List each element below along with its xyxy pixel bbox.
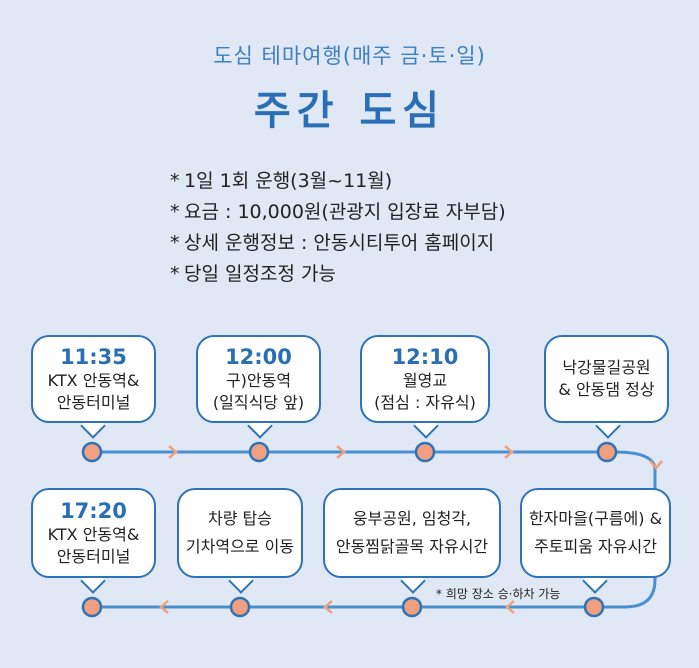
stop-line: 주토피움 자유시간 bbox=[534, 537, 657, 556]
stop-time: 17:20 bbox=[60, 499, 127, 523]
page-title: 주간 도심 bbox=[253, 88, 446, 134]
info-list: *1일 1회 운행(3월~11월) *요금 : 10,000원(관광지 입장료 … bbox=[170, 166, 506, 290]
stop-line: 월영교 bbox=[402, 371, 448, 390]
header-subtitle: 도심 테마여행(매주 금·토·일) bbox=[213, 44, 486, 68]
stop-card: 낙강물길공원 & 안동댐 정상 bbox=[544, 335, 669, 423]
stop-line: & 안동댐 정상 bbox=[558, 380, 655, 399]
stop-line: (점심 : 자유식) bbox=[374, 393, 476, 412]
stop-card: 17:20 KTX 안동역& 안동터미널 bbox=[31, 488, 156, 578]
stop-line: 안동터미널 bbox=[56, 547, 131, 566]
info-item: *상세 운행정보 : 안동시티투어 홈페이지 bbox=[170, 232, 495, 254]
stop-line: 웅부공원, 임청각, bbox=[352, 509, 472, 528]
stop-card: 12:00 구)안동역 (일직식당 앞) bbox=[196, 335, 321, 423]
stop-line: 한자마을(구름에) & bbox=[528, 509, 663, 528]
info-item: *1일 1회 운행(3월~11월) bbox=[170, 170, 393, 192]
info-item: *요금 : 10,000원(관광지 입장료 자부담) bbox=[170, 201, 506, 223]
stop-card: 차량 탑승 기차역으로 이동 bbox=[177, 488, 303, 578]
stop-line: 낙강물길공원 bbox=[562, 358, 651, 377]
direction-arrows bbox=[159, 445, 663, 614]
stop-line: 기차역으로 이동 bbox=[185, 537, 295, 556]
stop-dots bbox=[81, 441, 618, 618]
stop-time: 11:35 bbox=[60, 345, 127, 369]
info-item: *당일 일정조정 가능 bbox=[170, 263, 336, 285]
boarding-note: * 희망 장소 승·하차 가능 bbox=[436, 587, 561, 601]
stop-line: KTX 안동역& bbox=[47, 525, 140, 544]
stop-line: 구)안동역 bbox=[225, 371, 292, 390]
stop-time: 12:00 bbox=[225, 345, 292, 369]
stop-card: 웅부공원, 임청각, 안동찜닭골목 자유시간 bbox=[323, 488, 501, 578]
stop-card: 12:10 월영교 (점심 : 자유식) bbox=[360, 335, 490, 423]
stop-line: 안동터미널 bbox=[56, 393, 131, 412]
stop-line: (일직식당 앞) bbox=[212, 393, 305, 412]
stop-line: 차량 탑승 bbox=[208, 509, 272, 528]
stop-line: 안동찜닭골목 자유시간 bbox=[335, 537, 489, 556]
stop-card: 한자마을(구름에) & 주토피움 자유시간 bbox=[520, 488, 671, 578]
stop-time: 12:10 bbox=[391, 345, 459, 369]
stop-card: 11:35 KTX 안동역& 안동터미널 bbox=[31, 335, 156, 423]
stop-line: KTX 안동역& bbox=[47, 371, 140, 390]
